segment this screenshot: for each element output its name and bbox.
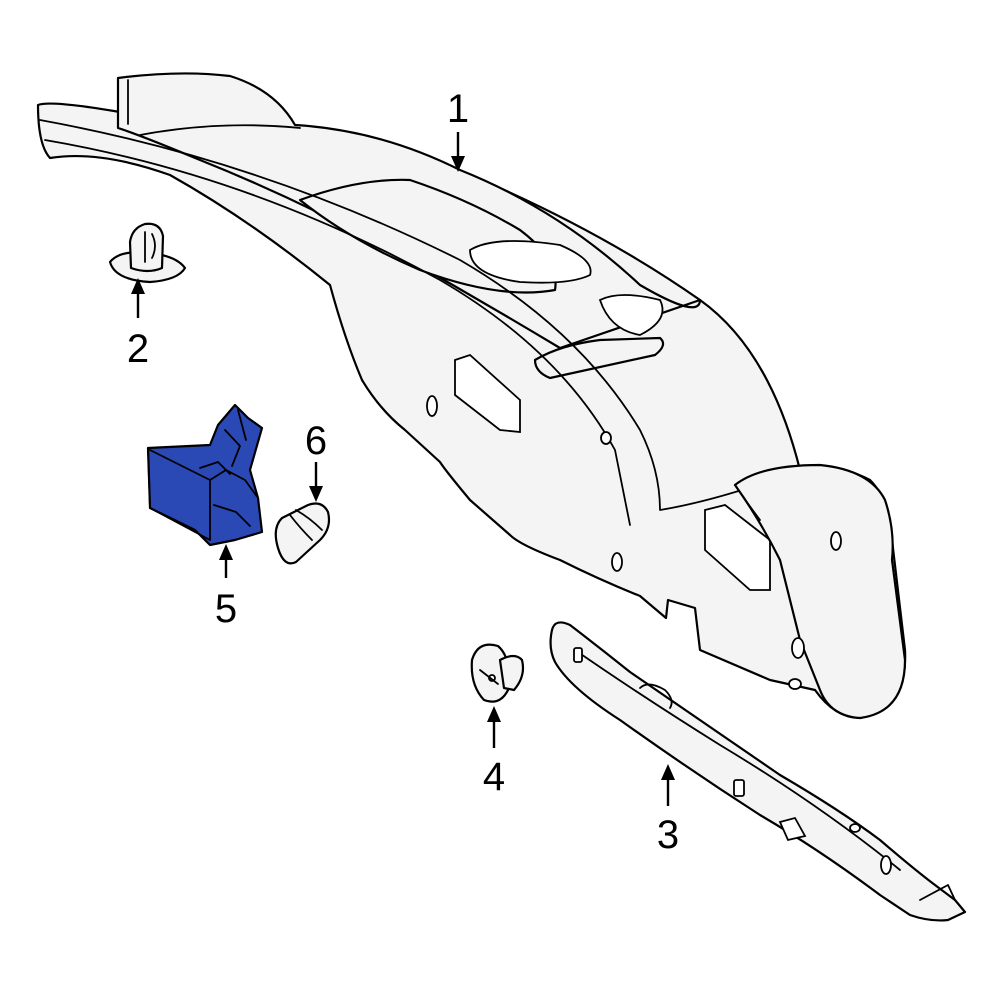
callout-label-4: 4 — [483, 755, 505, 799]
callout-arrow-3 — [661, 764, 675, 806]
callout-arrow-5 — [219, 544, 233, 578]
callout-labels: 1 2 3 4 5 6 — [127, 87, 679, 857]
part-3-trim-strip — [549, 621, 967, 922]
callout-label-2: 2 — [127, 327, 149, 371]
lamp-housing-body — [146, 403, 264, 547]
callout-arrow-2 — [131, 278, 145, 318]
callout-arrow-1 — [451, 132, 465, 172]
callout-arrow-6 — [309, 462, 323, 502]
part-4-push-clip — [470, 643, 525, 703]
callout-label-6: 6 — [305, 419, 327, 463]
part-1-trunk-lid-trim-panel — [36, 72, 907, 720]
callout-label-5: 5 — [215, 587, 237, 631]
callout-arrows — [131, 132, 675, 806]
part-5-lamp-housing — [146, 403, 264, 547]
part-6-bulb — [274, 502, 331, 565]
callout-label-3: 3 — [657, 813, 679, 857]
callout-label-1: 1 — [447, 87, 469, 131]
part-2-push-clip — [108, 222, 187, 284]
callout-arrow-4 — [487, 706, 501, 748]
